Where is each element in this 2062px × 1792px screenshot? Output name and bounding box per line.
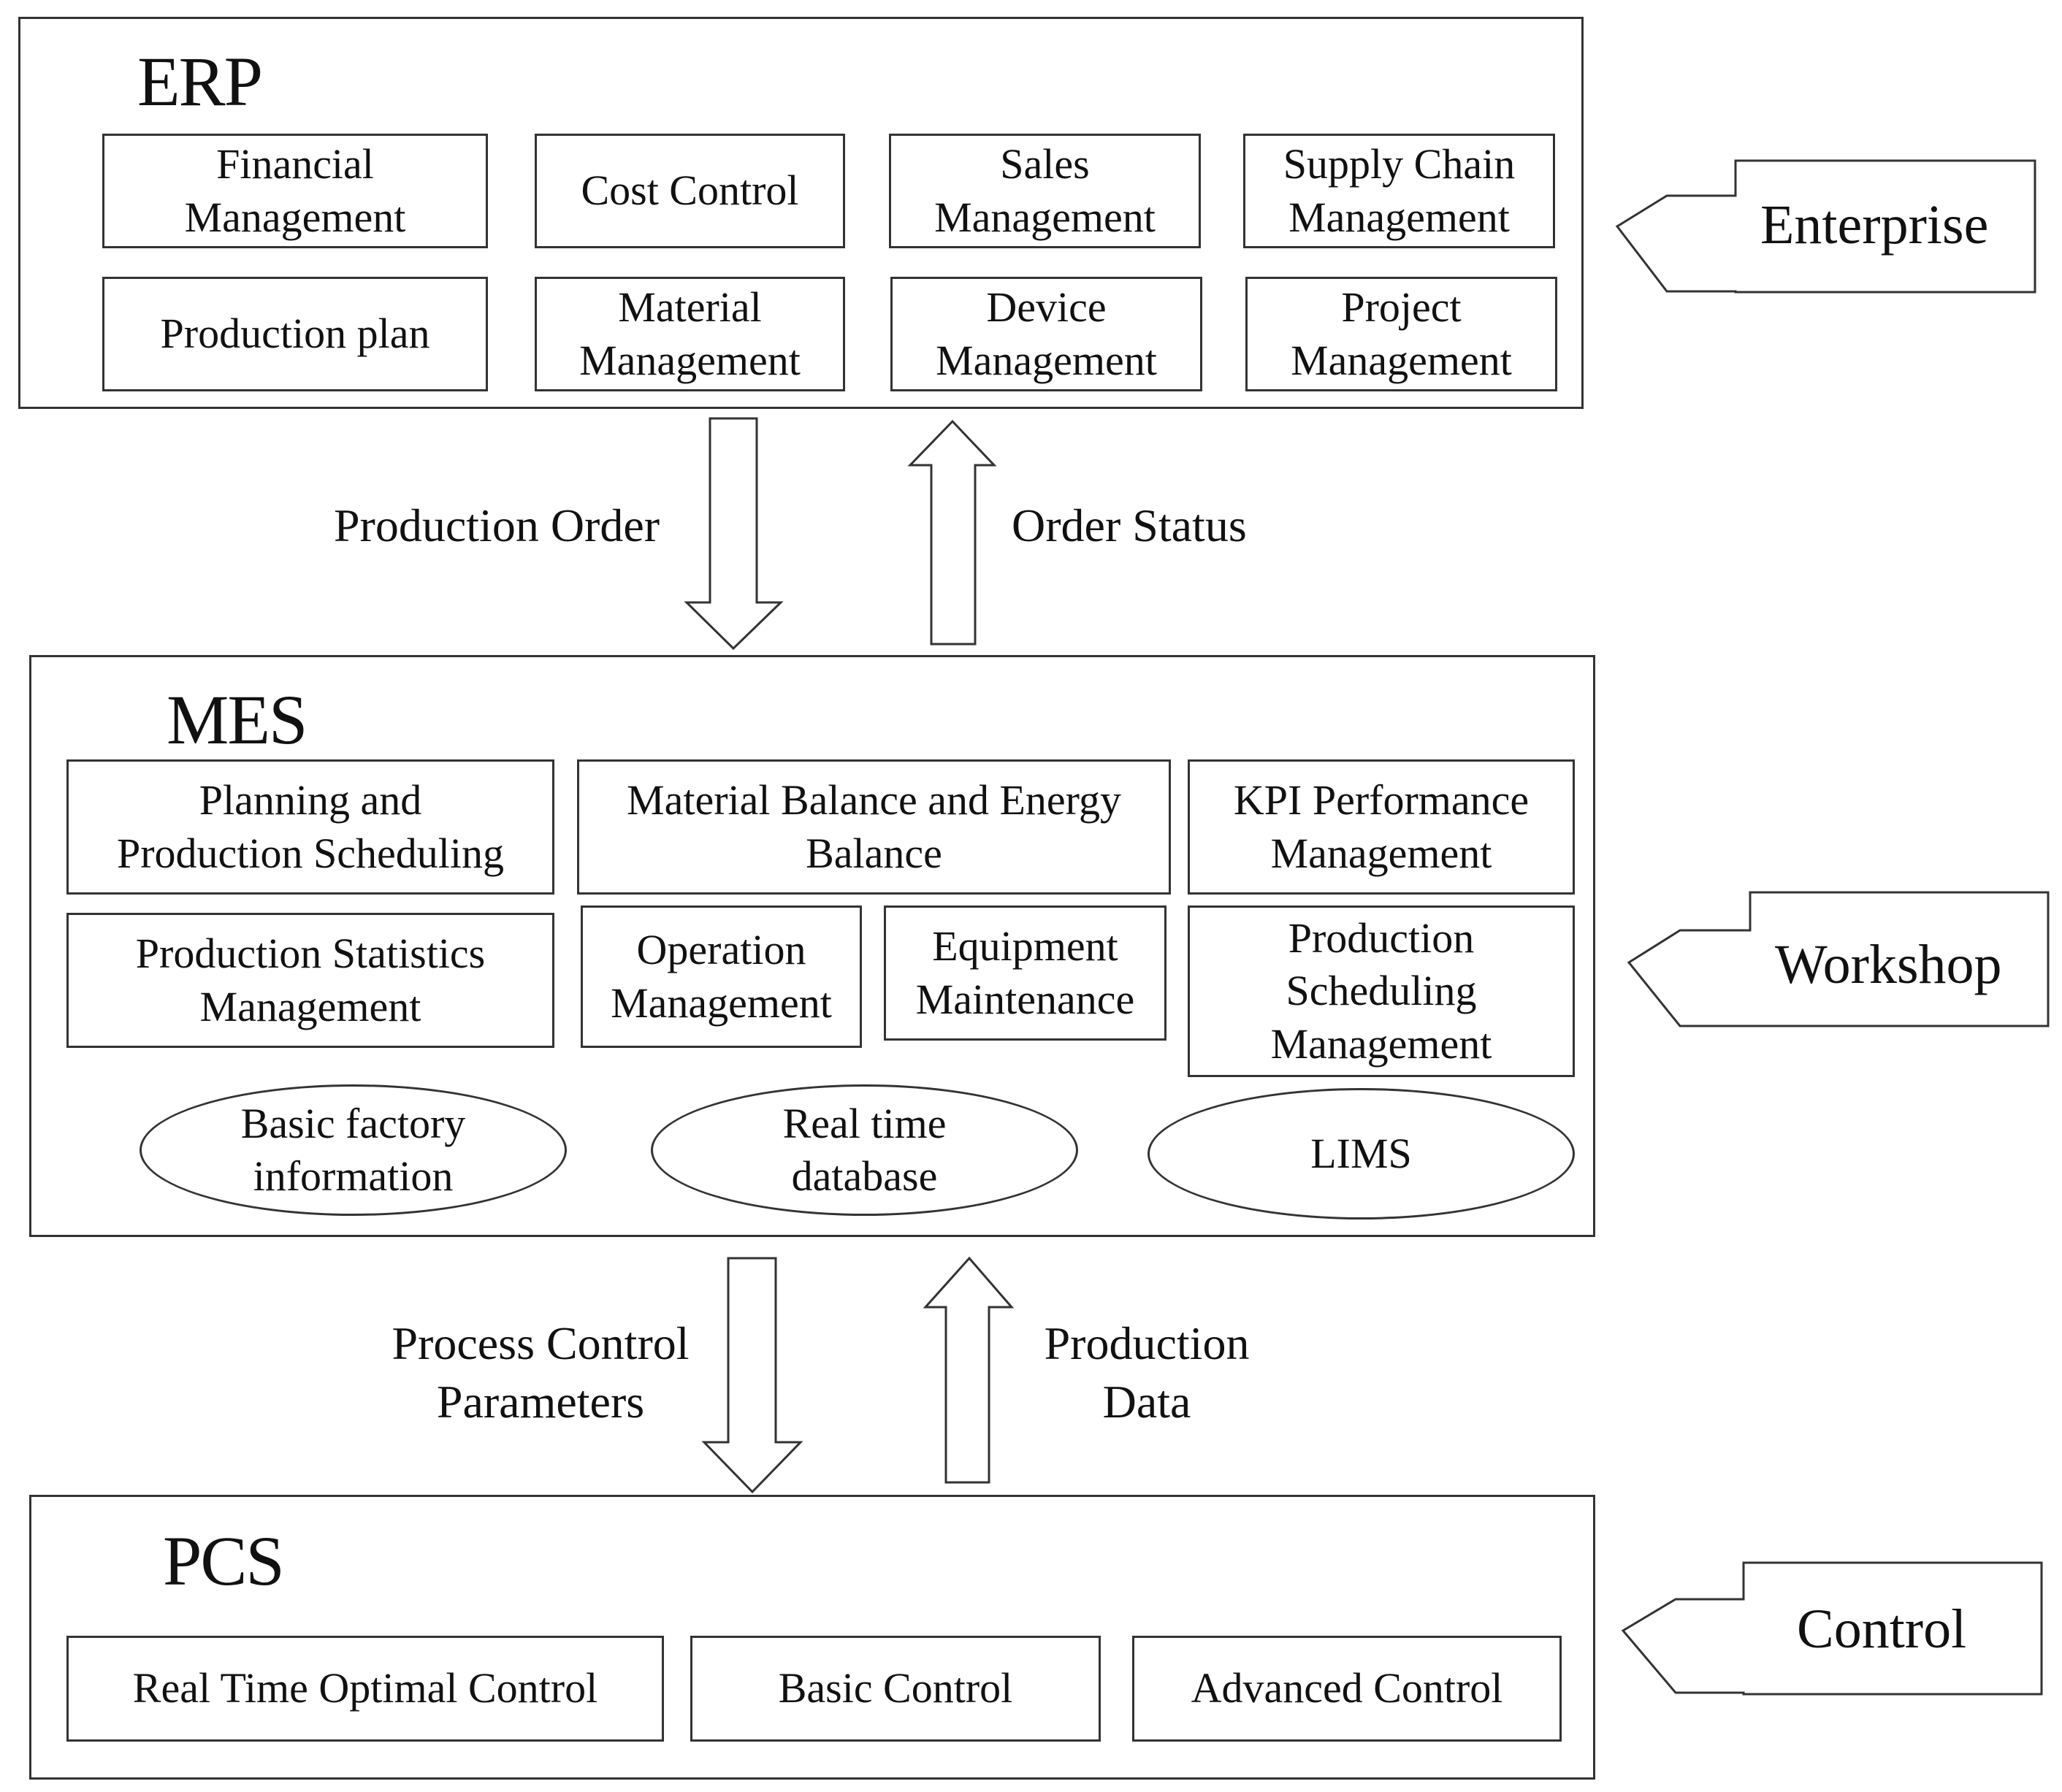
enterprise-level-label: Enterprise bbox=[1760, 194, 1989, 256]
mes-module-planning-production-scheduling: Planning and Production Scheduling bbox=[66, 759, 554, 895]
erp-layer: ERP Financial Management Cost Control Sa… bbox=[18, 17, 1584, 409]
pcs-module-advanced-control: Advanced Control bbox=[1132, 1636, 1562, 1742]
erp-title: ERP bbox=[137, 42, 263, 120]
mes-module-kpi-performance-management: KPI Performance Management bbox=[1188, 759, 1575, 895]
pcs-module-real-time-optimal-control: Real Time Optimal Control bbox=[66, 1636, 664, 1742]
production-order-label: Production Order bbox=[333, 499, 660, 551]
erp-module-production-plan: Production plan bbox=[102, 277, 488, 391]
erp-module-sales-management: Sales Management bbox=[889, 134, 1201, 248]
pcs-title: PCS bbox=[163, 1522, 285, 1600]
erp-module-material-management: Material Management bbox=[535, 277, 845, 391]
mes-db-lims: LIMS bbox=[1148, 1088, 1575, 1219]
erp-module-project-management: Project Management bbox=[1245, 277, 1557, 391]
mes-db-real-time-database: Real time database bbox=[651, 1084, 1078, 1216]
pcs-module-basic-control: Basic Control bbox=[690, 1636, 1101, 1742]
erp-module-supply-chain-management: Supply Chain Management bbox=[1243, 134, 1555, 248]
mes-module-operation-management: Operation Management bbox=[581, 905, 862, 1048]
erp-module-financial-management: Financial Management bbox=[102, 134, 488, 248]
erp-module-device-management: Device Management bbox=[890, 277, 1202, 391]
process-control-parameters-label: Process Control Parameters bbox=[392, 1317, 690, 1428]
production-data-label: Production Data bbox=[1044, 1317, 1250, 1428]
control-level-label: Control bbox=[1797, 1598, 1967, 1660]
mes-title: MES bbox=[167, 681, 308, 759]
workshop-level-label: Workshop bbox=[1775, 934, 2002, 995]
order-status-label: Order Status bbox=[1012, 499, 1247, 551]
mes-module-production-statistics-management: Production Statistics Management bbox=[66, 913, 554, 1048]
mes-module-material-energy-balance: Material Balance and Energy Balance bbox=[577, 759, 1171, 895]
mes-module-production-scheduling-management: Production Scheduling Management bbox=[1188, 905, 1575, 1077]
mes-db-basic-factory-information: Basic factory information bbox=[140, 1084, 567, 1216]
mes-module-equipment-maintenance: Equipment Maintenance bbox=[884, 905, 1166, 1041]
mes-layer: MES Planning and Production Scheduling M… bbox=[29, 655, 1595, 1237]
pcs-layer: PCS Real Time Optimal Control Basic Cont… bbox=[29, 1495, 1595, 1780]
erp-module-cost-control: Cost Control bbox=[535, 134, 845, 248]
